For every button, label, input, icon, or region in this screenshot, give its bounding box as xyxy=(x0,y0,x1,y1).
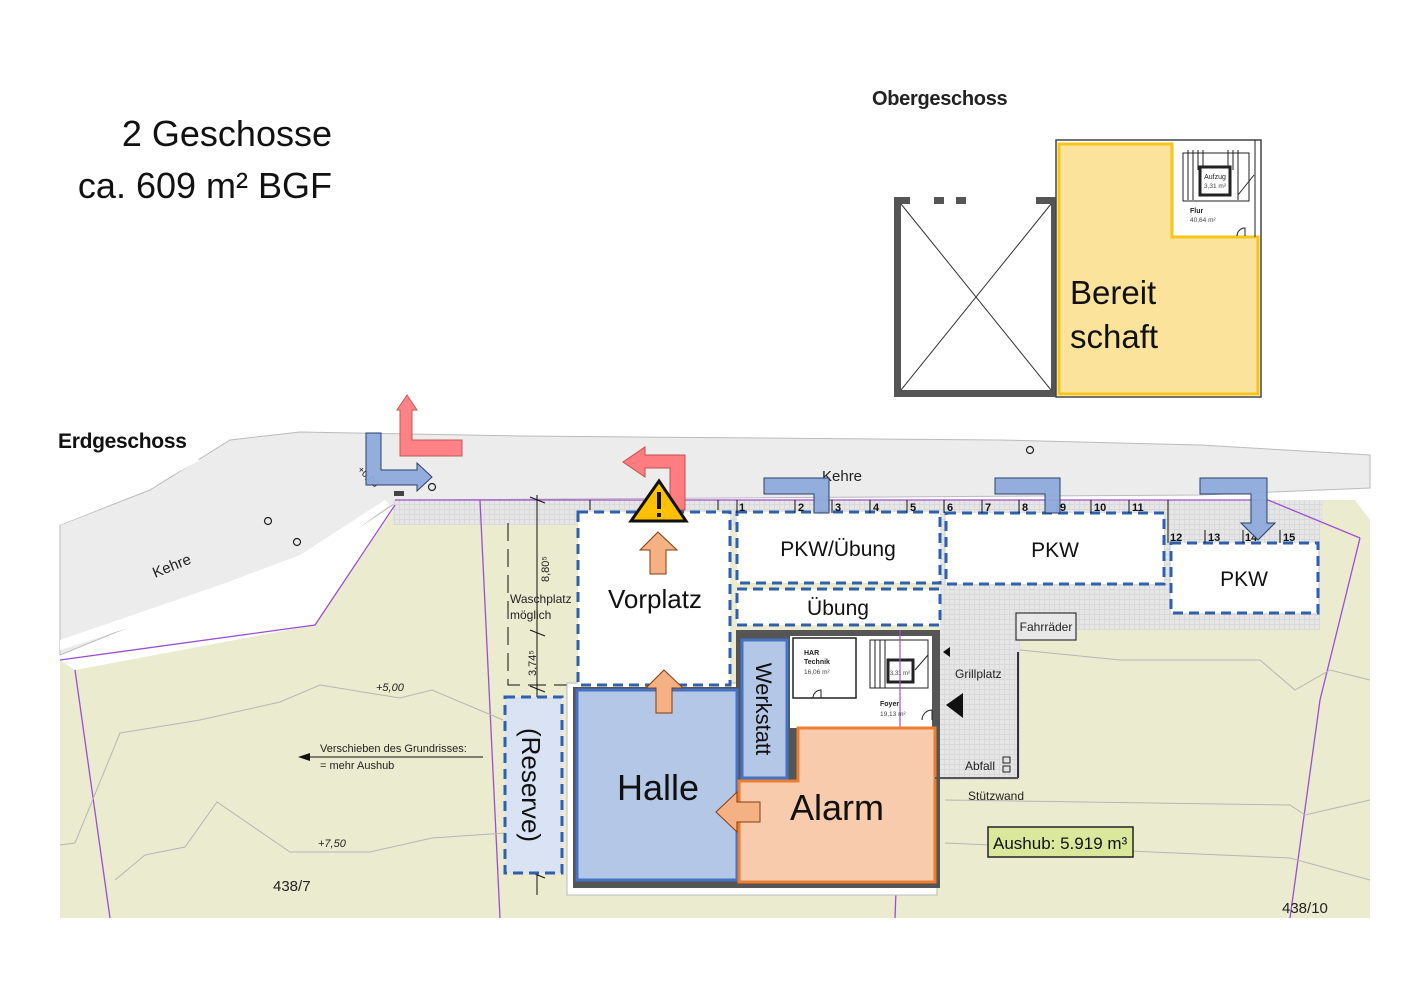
arrow-up-orange-icon xyxy=(644,669,685,714)
door-icon xyxy=(1236,227,1246,237)
bereitschaft-label-1: Bereit xyxy=(1070,274,1156,311)
aushub-box xyxy=(987,826,1134,858)
parking-number: 15 xyxy=(1283,532,1295,544)
werkstatt-zone xyxy=(740,638,789,780)
parcel-438-7: 438/7 xyxy=(273,878,311,895)
dimension-8-80: 8,80⁵ xyxy=(540,556,552,582)
tree-marker xyxy=(263,516,273,526)
tree-marker xyxy=(1025,445,1035,455)
upper-floor-plan: Aufzug 3,31 m² Flur 40,64 m² Bereit scha… xyxy=(894,139,1262,398)
note-line-1: Verschieben des Grundrisses: xyxy=(320,743,467,755)
flur-area: 40,64 m² xyxy=(1190,217,1216,224)
har-technik-area: 16,06 m² xyxy=(804,669,830,676)
arrow-left-icon xyxy=(298,753,310,761)
aushub-label: Aushub: 5.919 m³ xyxy=(993,834,1128,853)
contour-label: +5,00 xyxy=(376,682,405,694)
pkw-label-1: PKW xyxy=(1031,539,1079,562)
arrow-left-orange-icon xyxy=(715,790,761,834)
vorplatz-label: Vorplatz xyxy=(608,584,702,614)
gully-icon xyxy=(394,491,404,496)
arrow-up-orange-icon xyxy=(638,531,679,575)
bereitschaft-room xyxy=(1057,142,1260,396)
parking-number: 13 xyxy=(1208,532,1220,544)
parking-number: 1 xyxy=(739,502,745,514)
upper-aufzug-area: 3,31 m² xyxy=(1204,183,1227,190)
technik-label: Technik xyxy=(804,659,830,666)
parking-number: 5 xyxy=(910,502,916,514)
parking-number: 8 xyxy=(1022,502,1028,514)
parking-number: 9 xyxy=(1060,502,1066,514)
summary-text: 2 Geschosse ca. 609 m² BGF xyxy=(60,108,332,212)
entrance-triangle-icon xyxy=(943,647,950,657)
foyer-area: 19,13 m² xyxy=(880,711,906,718)
parking-number: 2 xyxy=(798,502,804,514)
parking-number: 10 xyxy=(1094,502,1106,514)
har-technik-room xyxy=(792,637,857,699)
exit-arrow-red-icon xyxy=(396,394,463,457)
waschplatz-label: Waschplatz xyxy=(510,592,572,606)
parking-number: 12 xyxy=(1170,532,1182,544)
contour-lines xyxy=(59,649,1371,881)
summary-area: ca. 609 m² BGF xyxy=(77,165,332,206)
entrance-triangle-icon xyxy=(946,693,963,718)
parking-numbers: 1 2 3 4 5 6 7 8 9 10 11 12 13 14 15 xyxy=(739,502,1295,544)
upper-stair-core: Aufzug 3,31 m² Flur 40,64 m² xyxy=(1176,140,1256,237)
entry-arrow-blue-icon xyxy=(763,477,830,514)
bereitschaft-label-2: schaft xyxy=(1070,318,1158,355)
note-line-2: = mehr Aushub xyxy=(320,760,394,772)
parcel-438-10: 438/10 xyxy=(1282,900,1328,917)
flur-label: Flur xyxy=(1190,208,1203,215)
pkw-label-2: PKW xyxy=(1220,568,1268,591)
werkstatt-label: Werkstatt xyxy=(751,663,776,756)
upper-floor-title: Obergeschoss xyxy=(872,88,1008,110)
reserve-label: (Reserve) xyxy=(516,728,546,842)
tree-marker xyxy=(292,537,302,547)
void-cross-line xyxy=(900,203,1052,391)
entry-arrow-blue-icon xyxy=(1199,477,1277,541)
uebung-label: Übung xyxy=(807,597,869,620)
upper-aufzug-label: Aufzug xyxy=(1204,174,1226,181)
parking-number: 7 xyxy=(985,502,991,514)
pkw-zone-1 xyxy=(944,511,1166,586)
alarm-label: Alarm xyxy=(790,787,884,828)
reserve-zone xyxy=(503,695,564,875)
abfall-label: Abfall xyxy=(965,759,995,773)
dimension-3-74: 3,74⁵ xyxy=(527,650,539,676)
door-icon xyxy=(812,689,822,699)
fahrraeder-label: Fahrräder xyxy=(1020,620,1073,634)
uebung-zone xyxy=(735,587,942,627)
entry-arrow-blue-icon xyxy=(365,432,433,493)
har-label: HAR xyxy=(804,650,819,657)
ground-floor-site: 8,80⁵ 3,74⁵ Waschplatz möglich (Reserve)… xyxy=(59,394,1371,919)
parking-number: 3 xyxy=(835,502,841,514)
halle-label: Halle xyxy=(617,767,699,808)
parking-number: 6 xyxy=(947,502,953,514)
ground-stair-core xyxy=(869,639,929,689)
pkw-uebung-label: PKW/Übung xyxy=(780,538,896,561)
pkw-zone-2 xyxy=(1169,541,1320,615)
grillplatz-label: Grillplatz xyxy=(955,667,1002,681)
tree-marker xyxy=(427,482,437,492)
halle-zone xyxy=(575,688,739,882)
entry-arrow-blue-icon xyxy=(994,477,1061,514)
road-label-kehre-top: Kehre xyxy=(822,468,862,485)
waschplatz-label-2: möglich xyxy=(510,608,551,622)
summary-floors: 2 Geschosse xyxy=(121,113,332,154)
parking-number: 11 xyxy=(1132,502,1144,514)
pkw-uebung-zone xyxy=(735,510,942,585)
door-icon xyxy=(921,709,933,721)
parking-number: 4 xyxy=(873,502,880,514)
alarm-zone xyxy=(737,726,937,884)
stuetzwand-label: Stützwand xyxy=(968,789,1024,803)
fahrraeder-box xyxy=(1015,612,1077,641)
contour-label: +7,50 xyxy=(318,838,347,850)
ground-floor-title: Erdgeschoss xyxy=(58,430,187,453)
foyer-label: Foyer xyxy=(880,701,899,708)
